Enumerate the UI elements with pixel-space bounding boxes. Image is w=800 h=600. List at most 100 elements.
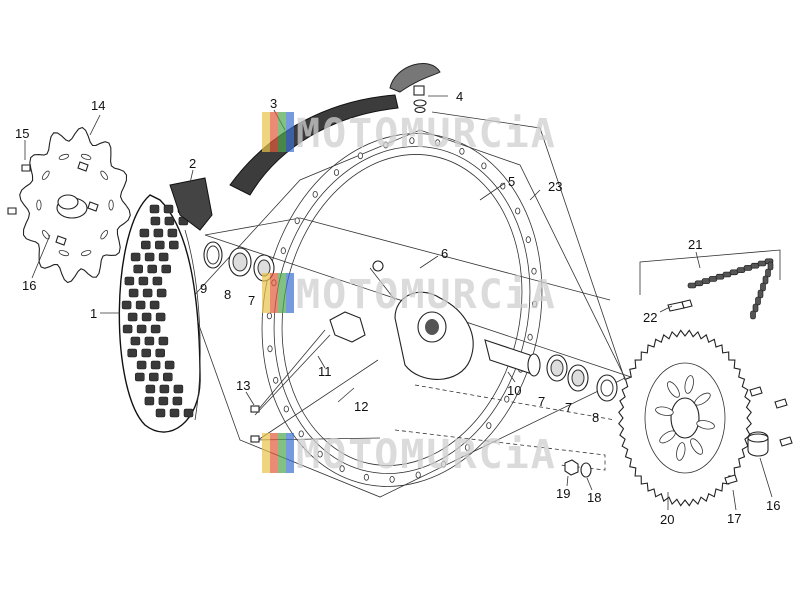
spoke-hole [339, 465, 345, 473]
tread-block [161, 264, 171, 274]
label-6: 6 [441, 246, 448, 261]
sprocket-bolts [724, 386, 793, 485]
tread-block [156, 288, 167, 298]
spoke-hole [459, 147, 465, 155]
tread-block [172, 396, 183, 406]
tread-block [145, 384, 156, 394]
spoke-hole [267, 345, 273, 353]
tread-block [133, 264, 143, 274]
inner-tube-part [169, 177, 213, 421]
left-bearings [203, 241, 275, 282]
tread-block [155, 408, 166, 418]
spoke-hole [531, 300, 538, 308]
label-8-right: 8 [592, 410, 599, 425]
label-22: 22 [643, 310, 657, 325]
tread-block [158, 336, 169, 346]
disc-slot [100, 170, 109, 180]
disc-slot [58, 153, 70, 160]
spoke-hole [294, 217, 300, 225]
watermark-text: MOTOMURCiA [296, 111, 557, 157]
label-16-right: 16 [766, 498, 780, 513]
label-19: 19 [556, 486, 570, 501]
spoke-hole [464, 444, 471, 451]
spoke-hole [357, 152, 363, 160]
tread-block [147, 264, 157, 274]
tread-block [141, 312, 152, 322]
sprocket-window [696, 420, 715, 430]
watermark-text: MOTOMURCiA [296, 272, 557, 318]
tread-block [183, 408, 194, 418]
label-14: 14 [91, 98, 105, 113]
sprocket-nuts [564, 459, 592, 478]
spoke-hole [434, 139, 441, 147]
spoke-hole [527, 333, 533, 341]
label-17: 17 [727, 511, 741, 526]
tread-block [169, 408, 180, 418]
tread-block [155, 312, 166, 322]
tread-block [149, 300, 160, 310]
part-labels: 1 2 3 4 5 6 7 7 7 8 8 9 10 11 12 13 14 1… [15, 89, 780, 527]
tread-block [150, 324, 161, 334]
spoke-hole [312, 190, 318, 198]
sprocket-window [676, 442, 686, 461]
tread-block [128, 288, 139, 298]
spoke-hole [504, 395, 510, 403]
sprocket-window [666, 381, 680, 398]
label-9: 9 [200, 281, 207, 296]
tread-block [124, 276, 135, 286]
sprocket-part [618, 329, 752, 507]
tread-block [127, 312, 138, 322]
spoke-hole [409, 137, 415, 145]
label-5: 5 [508, 174, 515, 189]
brake-disc-part [19, 126, 131, 284]
label-13: 13 [236, 378, 250, 393]
sprocket-window [684, 375, 694, 394]
tread-block [163, 372, 173, 382]
tread-block [158, 252, 169, 262]
chain-part [667, 258, 774, 320]
label-2: 2 [189, 156, 196, 171]
label-7-right-b: 7 [565, 400, 572, 415]
label-15: 15 [15, 126, 29, 141]
label-7-left: 7 [248, 293, 255, 308]
watermark-bottom: MOTOMURCiA [262, 432, 555, 478]
label-4: 4 [456, 89, 463, 104]
disc-slot [36, 199, 42, 211]
tread-block [164, 216, 175, 226]
spoke-hole [280, 247, 286, 255]
label-12: 12 [354, 399, 368, 414]
spoke-hole [481, 162, 487, 170]
tread-block [130, 336, 141, 346]
sprocket-window [690, 438, 704, 455]
label-21: 21 [688, 237, 702, 252]
tread-block [149, 372, 159, 382]
watermark-middle: MOTOMURCiA [262, 272, 557, 318]
disc-slot [80, 153, 92, 160]
spoke-hole [283, 405, 289, 413]
tread-block [122, 324, 133, 334]
spoke-hole [500, 182, 506, 190]
tread-block [163, 204, 174, 214]
tread-block [121, 300, 132, 310]
spokes-and-nipples [250, 329, 379, 443]
tread-block [130, 252, 141, 262]
spoke-hole [273, 376, 279, 384]
hub-part [329, 260, 474, 380]
tread-block [136, 360, 147, 370]
label-1: 1 [90, 306, 97, 321]
label-18: 18 [587, 490, 601, 505]
tread-block [150, 360, 161, 370]
disc-bolts [7, 161, 99, 246]
rim-spoke-holes [266, 137, 538, 483]
label-8-left: 8 [224, 287, 231, 302]
tread-block [159, 384, 170, 394]
spoke-hole [333, 169, 340, 176]
spoke-hole [383, 141, 389, 149]
tread-block [152, 276, 163, 286]
spoke-hole [525, 236, 531, 244]
spoke-hole [389, 475, 395, 483]
spoke-hole [515, 207, 521, 215]
tread-block [169, 240, 179, 250]
tread-block [153, 228, 164, 238]
tread-block [141, 348, 151, 358]
